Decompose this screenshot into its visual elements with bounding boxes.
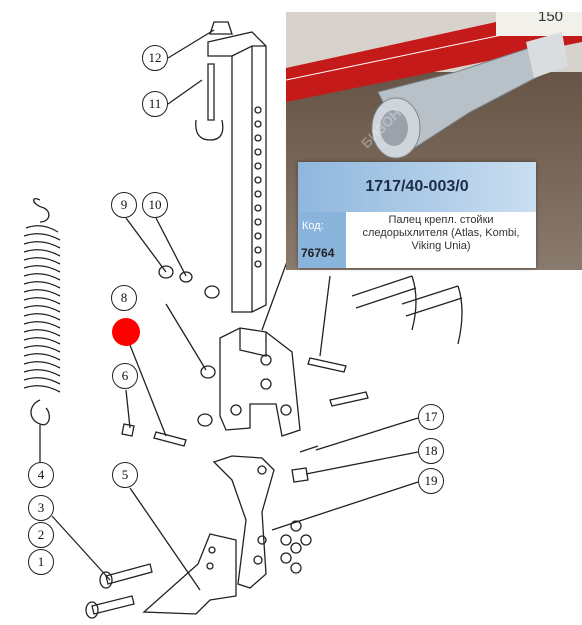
share-part [142,533,237,615]
share-holder-part [212,455,275,589]
ruler-label: 150 [538,12,564,25]
highlight-marker [112,318,140,346]
callout-19: 19 [418,468,444,494]
code-label: Код: [302,220,324,232]
callout-6: 6 [112,363,138,389]
product-card: 1717/40-003/0 Код: 76764 Палец крепл. ст… [298,162,536,268]
bolt-part-1 [105,563,153,585]
u-bolt-part [351,275,417,331]
bracket-part [219,327,301,437]
callout-3: 3 [28,495,54,521]
pin-part-6 [153,431,187,447]
callout-18: 18 [418,438,444,464]
small-nut-9 [158,265,174,279]
callout-11: 11 [142,91,168,117]
pin-photo [371,32,568,159]
cap-nut-part [209,21,233,35]
hook-bolt-part [195,63,224,141]
part-description: Палец крепл. стойки следорыхлителя (Atla… [362,214,520,252]
callout-1: 1 [28,549,54,575]
callout-4: 4 [28,462,54,488]
main-post-part [207,31,267,313]
callout-8: 8 [111,285,137,311]
callout-5: 5 [112,462,138,488]
callout-2: 2 [28,522,54,548]
code-value: 76764 [301,246,335,260]
spring-part [23,198,61,458]
callout-9: 9 [111,192,137,218]
callout-12: 12 [142,45,168,71]
part-number: 1717/40-003/0 [298,162,536,212]
callout-10: 10 [142,192,168,218]
callout-17: 17 [418,404,444,430]
code-panel [298,212,346,268]
